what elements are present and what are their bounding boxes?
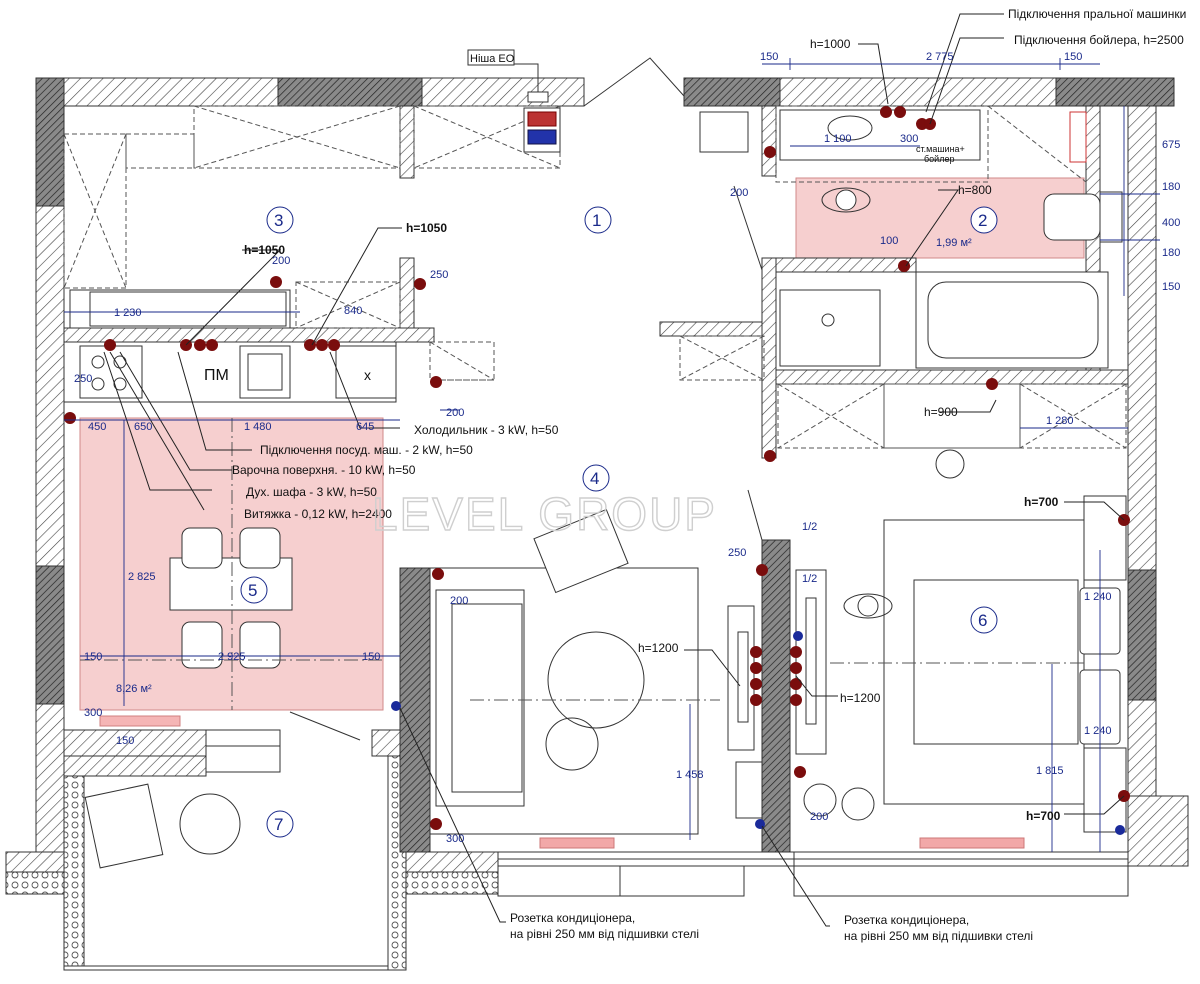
room-1: 1	[592, 211, 601, 230]
label-h1200-right: h=1200	[840, 691, 881, 705]
room-3: 3	[274, 211, 283, 230]
label-h1000: h=1000	[810, 37, 851, 51]
dim-2825: 2 825	[128, 571, 156, 583]
leader-lines	[103, 13, 1125, 927]
dim-250a: 250	[430, 269, 448, 281]
washer-boiler-label-2: бойлер	[924, 154, 954, 164]
dim-1480: 1 480	[244, 421, 272, 433]
label-h700-bottom: h=700	[1026, 809, 1061, 823]
dim-645: 645	[356, 421, 374, 433]
dim-2775: 2 775	[926, 51, 954, 63]
balcony-furniture	[84, 783, 241, 869]
cabinet-mid	[883, 383, 1021, 449]
label-washer-connection: Підключення пральної машинки	[1008, 7, 1186, 21]
bathroom-fixtures	[699, 109, 1123, 369]
sockets	[64, 106, 1130, 830]
dim-840: 840	[344, 305, 362, 317]
blue-sockets	[391, 631, 1125, 835]
area-kitchen: 8,26 м²	[116, 683, 152, 695]
electrical-niche	[523, 91, 561, 153]
dim-300a: 300	[900, 133, 918, 145]
label-ac1-line2: на рівні 250 мм від підшивки стелі	[510, 927, 699, 941]
watermark: LEVEL GROUP	[372, 488, 717, 540]
label-ac1-line1: Розетка кондиціонера,	[510, 911, 635, 925]
dim-200b: 200	[272, 255, 290, 267]
dim-200c: 200	[446, 407, 464, 419]
room-5: 5	[248, 581, 257, 600]
dim-300c: 300	[446, 833, 464, 845]
niche-label: Ніша ЕО	[470, 53, 515, 65]
dim-1100: 1 100	[824, 133, 852, 145]
dishwasher-label: ПМ	[204, 367, 229, 384]
label-hood: Витяжка - 0,12 kW, h=2400	[244, 507, 392, 521]
dim-1240a: 1 240	[1084, 591, 1112, 603]
dim-650: 650	[134, 421, 152, 433]
dim-150e: 150	[362, 651, 380, 663]
dim-675: 675	[1162, 139, 1180, 151]
dim-250b: 250	[74, 373, 92, 385]
dining-furniture	[99, 527, 293, 727]
doors	[289, 57, 763, 741]
label-ac2-line2: на рівні 250 мм від підшивки стелі	[844, 929, 1033, 943]
label-ac2-line1: Розетка кондиціонера,	[844, 913, 969, 927]
room-2: 2	[978, 211, 987, 230]
dim-1815: 1 815	[1036, 765, 1064, 777]
dim-150b: 150	[1064, 51, 1082, 63]
label-h800: h=800	[958, 183, 992, 197]
radiators	[539, 837, 1025, 849]
label-h1200-left: h=1200	[638, 641, 679, 655]
niche-label-box	[467, 49, 515, 66]
living-furniture	[429, 508, 827, 835]
dimension-lines	[64, 58, 1160, 852]
label-boiler-connection: Підключення бойлера, h=2500	[1014, 33, 1184, 47]
dim-1458: 1 458	[676, 769, 704, 781]
area-bathroom: 1,99 м²	[936, 237, 972, 249]
room-7: 7	[274, 815, 283, 834]
label-h1050-right: h=1050	[406, 221, 447, 235]
dim-1240b: 1 240	[1084, 725, 1112, 737]
dim-150c: 150	[1162, 281, 1180, 293]
dim-200a: 200	[730, 187, 748, 199]
dim-200d: 200	[450, 595, 468, 607]
label-dishwasher: Підключення посуд. маш. - 2 kW, h=50	[260, 443, 473, 457]
dim-100: 100	[880, 235, 898, 247]
dim-250c: 250	[728, 547, 746, 559]
dim-1-2a: 1/2	[802, 521, 817, 533]
fridge-x: x	[364, 367, 371, 383]
label-fridge: Холодильник - 3 kW, h=50	[414, 423, 559, 437]
label-h1050-left: h=1050	[244, 243, 285, 257]
dim-1230: 1 230	[114, 307, 142, 319]
room-numbers	[240, 206, 998, 838]
dim-1280: 1 280	[1046, 415, 1074, 427]
room-4: 4	[590, 469, 599, 488]
dim-400: 400	[1162, 217, 1180, 229]
dim-1-2b: 1/2	[802, 573, 817, 585]
label-cooktop: Варочна поверхня. - 10 kW, h=50	[232, 463, 416, 477]
label-h700-top: h=700	[1024, 495, 1059, 509]
label-h900: h=900	[924, 405, 958, 419]
dim-150f: 150	[116, 735, 134, 747]
dim-180a: 180	[1162, 181, 1180, 193]
dim-300b: 300	[84, 707, 102, 719]
dim-180b: 180	[1162, 247, 1180, 259]
person-icons	[821, 187, 893, 619]
walls	[5, 77, 1189, 971]
label-oven: Дух. шафа - 3 kW, h=50	[246, 485, 377, 499]
dim-200e: 200	[810, 811, 828, 823]
dim-450: 450	[88, 421, 106, 433]
dim-2925: 2 925	[218, 651, 246, 663]
room-6: 6	[978, 611, 987, 630]
bedroom-furniture	[803, 449, 1127, 833]
kitchen-counter	[63, 289, 397, 403]
dim-150d: 150	[84, 651, 102, 663]
washer-boiler-label-1: ст.машина+	[916, 144, 965, 154]
dim-150a: 150	[760, 51, 778, 63]
